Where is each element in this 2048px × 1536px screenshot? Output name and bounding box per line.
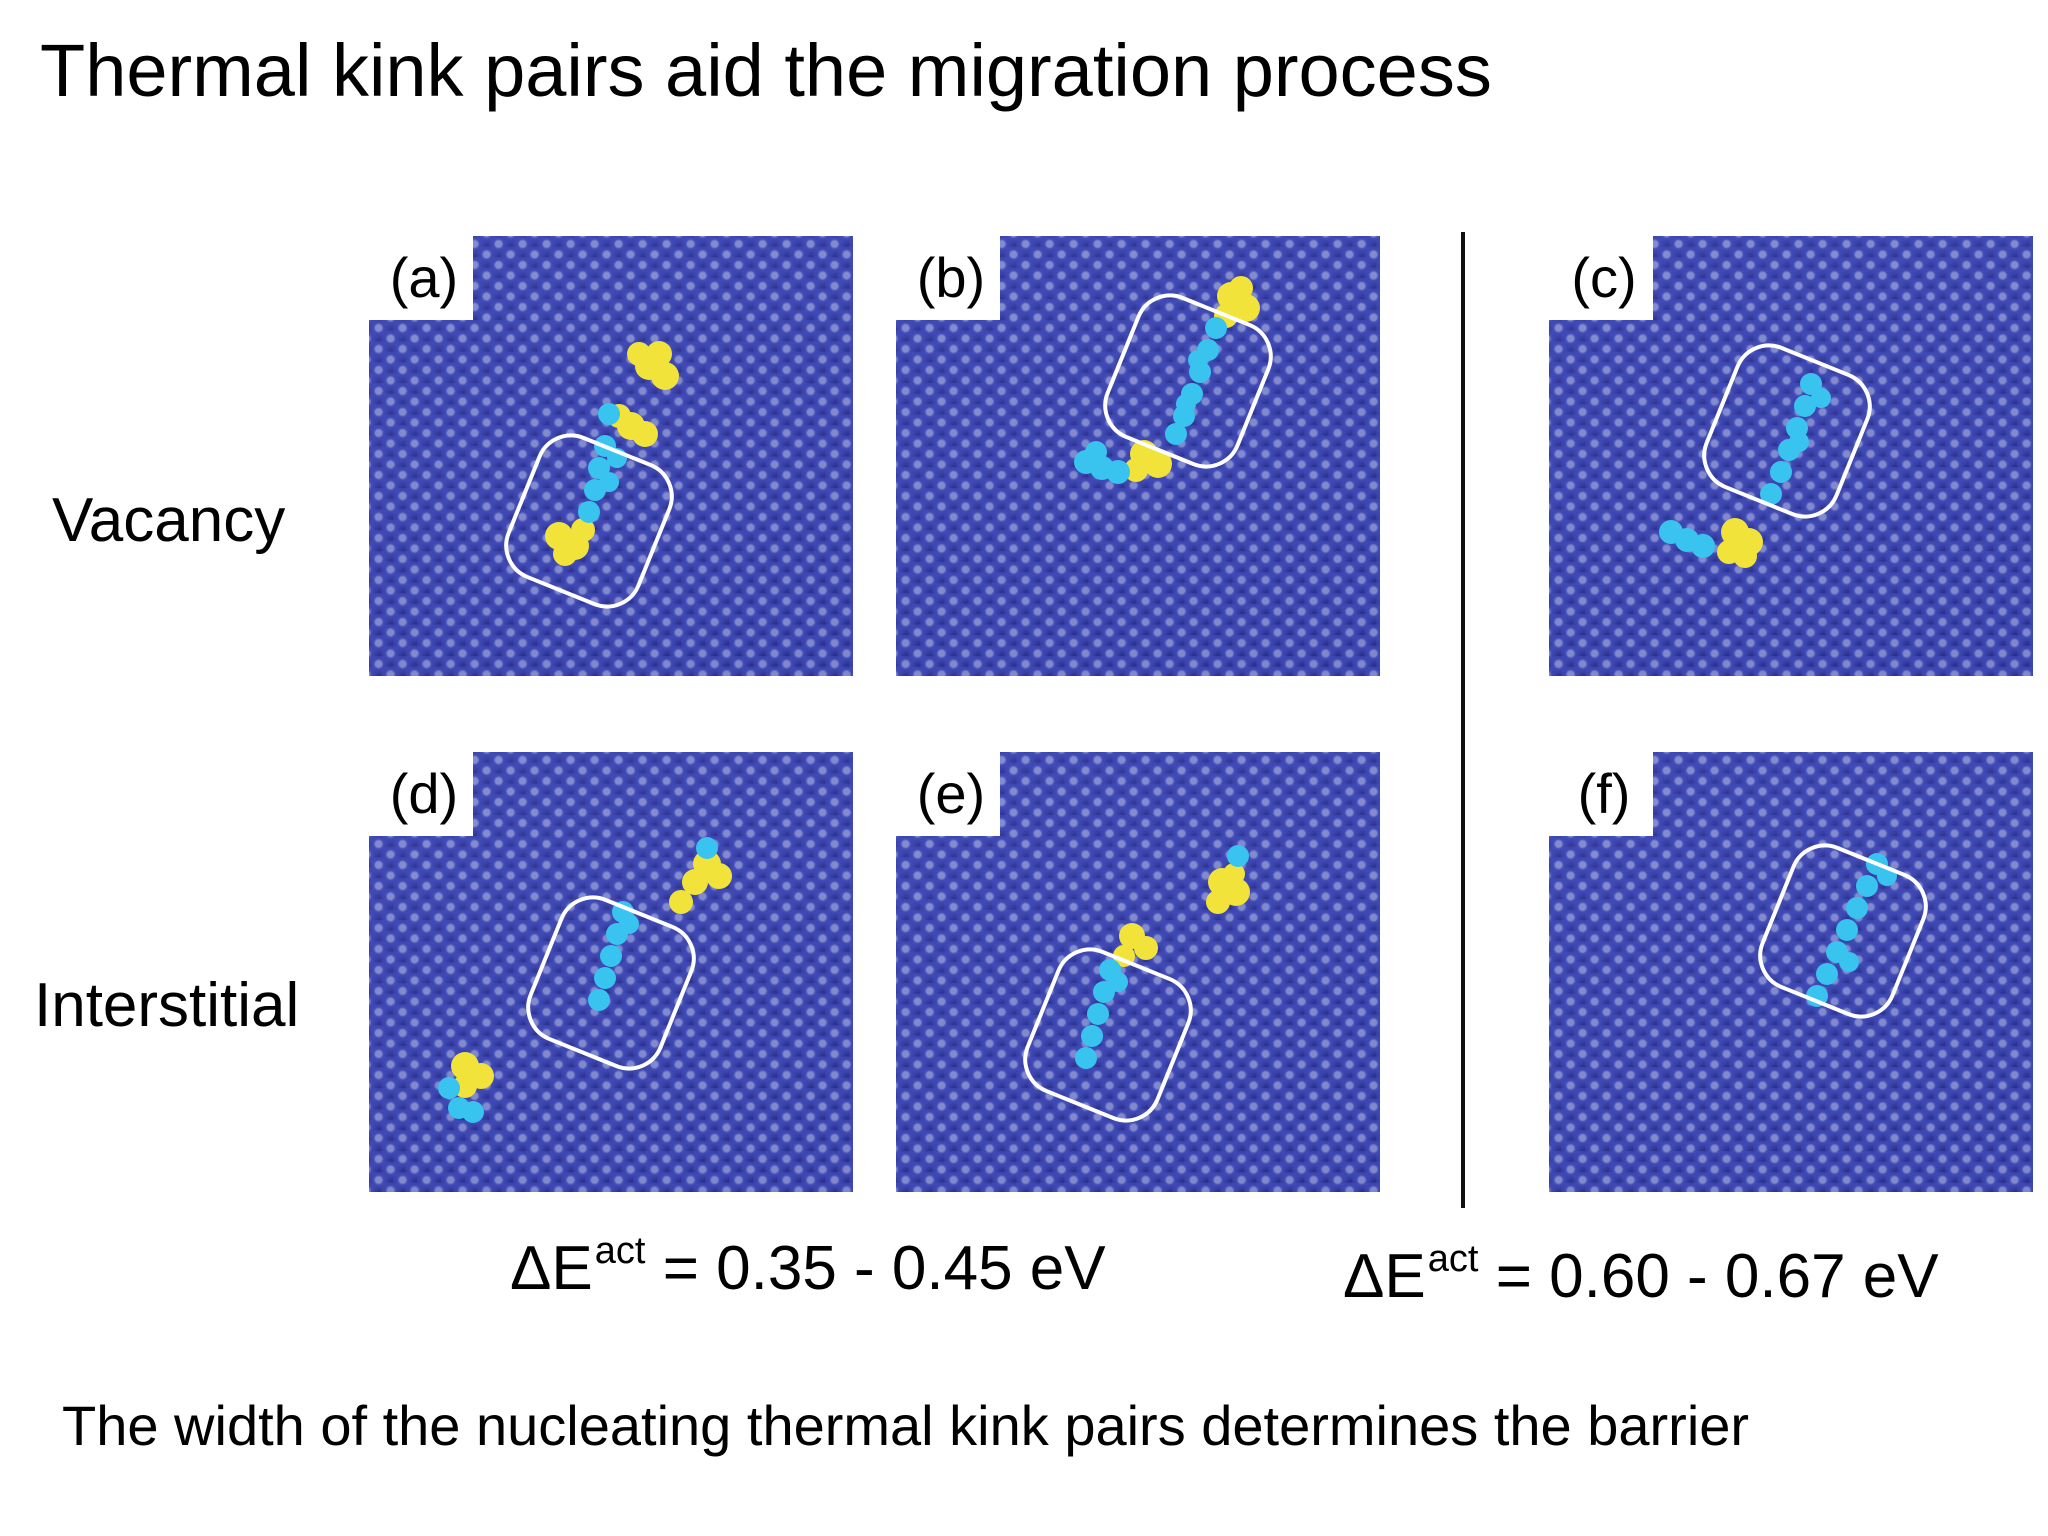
panel-c: (c)	[1549, 236, 2033, 676]
panel-e: (e)	[896, 752, 1380, 1192]
panel-f-label: (f)	[1549, 752, 1653, 836]
panel-d: (d)	[369, 752, 853, 1192]
row-label-interstitial: Interstitial	[34, 971, 300, 1040]
panel-d-label: (d)	[369, 752, 473, 836]
energy-right-sup: act	[1427, 1238, 1479, 1280]
energy-left-symbol: ΔE	[510, 1234, 593, 1303]
panel-a: (a)	[369, 236, 853, 676]
energy-left-sup: act	[594, 1230, 646, 1272]
energy-left: ΔEact = 0.35 - 0.45 eV	[510, 1232, 1106, 1300]
panel-c-label: (c)	[1549, 236, 1653, 320]
energy-right-value: = 0.60 - 0.67 eV	[1478, 1242, 1939, 1311]
energy-left-value: = 0.35 - 0.45 eV	[645, 1234, 1106, 1303]
footer-caption: The width of the nucleating thermal kink…	[62, 1394, 1750, 1457]
vertical-divider	[1461, 232, 1465, 1208]
panel-b-label: (b)	[896, 236, 1000, 320]
panel-e-label: (e)	[896, 752, 1000, 836]
panel-d-overlay	[438, 837, 732, 1123]
slide-title: Thermal kink pairs aid the migration pro…	[40, 29, 1492, 112]
panel-e-overlay	[1023, 845, 1250, 1123]
panel-a-overlay	[504, 341, 679, 609]
panel-c-overlay	[1659, 343, 1872, 568]
panel-f-overlay	[1758, 843, 1928, 1019]
panel-b-overlay	[1074, 276, 1273, 484]
energy-right: ΔEact = 0.60 - 0.67 eV	[1343, 1240, 1939, 1308]
panel-a-label: (a)	[369, 236, 473, 320]
row-label-vacancy: Vacancy	[52, 486, 286, 555]
energy-right-symbol: ΔE	[1343, 1242, 1426, 1311]
panel-f: (f)	[1549, 752, 2033, 1192]
panel-b: (b)	[896, 236, 1380, 676]
